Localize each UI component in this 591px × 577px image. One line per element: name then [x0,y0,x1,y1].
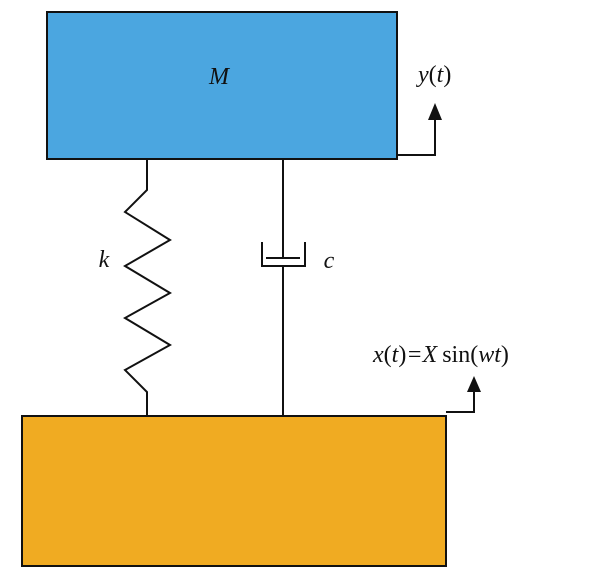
mass-label: M [208,64,231,90]
damper-label: c [324,248,335,274]
spring-label: k [99,247,110,273]
output-arrow-line [397,112,436,156]
input-arrow-line [446,384,475,413]
base-block [21,415,447,567]
input-arrow-head [467,376,481,392]
output-label: y(t) [416,62,451,88]
output-arrow-head [428,103,442,120]
spring [123,159,172,416]
mass-block [46,11,398,160]
